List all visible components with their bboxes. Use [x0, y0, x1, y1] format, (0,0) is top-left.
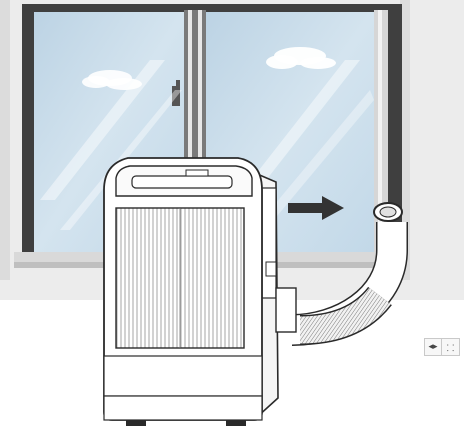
- collapse-icon[interactable]: ⸬: [442, 338, 460, 356]
- expand-horizontal-icon[interactable]: ◂▸: [424, 338, 442, 356]
- portable-ac-unit: [104, 158, 296, 426]
- mini-toolbar: ◂▸ ⸬: [424, 338, 460, 356]
